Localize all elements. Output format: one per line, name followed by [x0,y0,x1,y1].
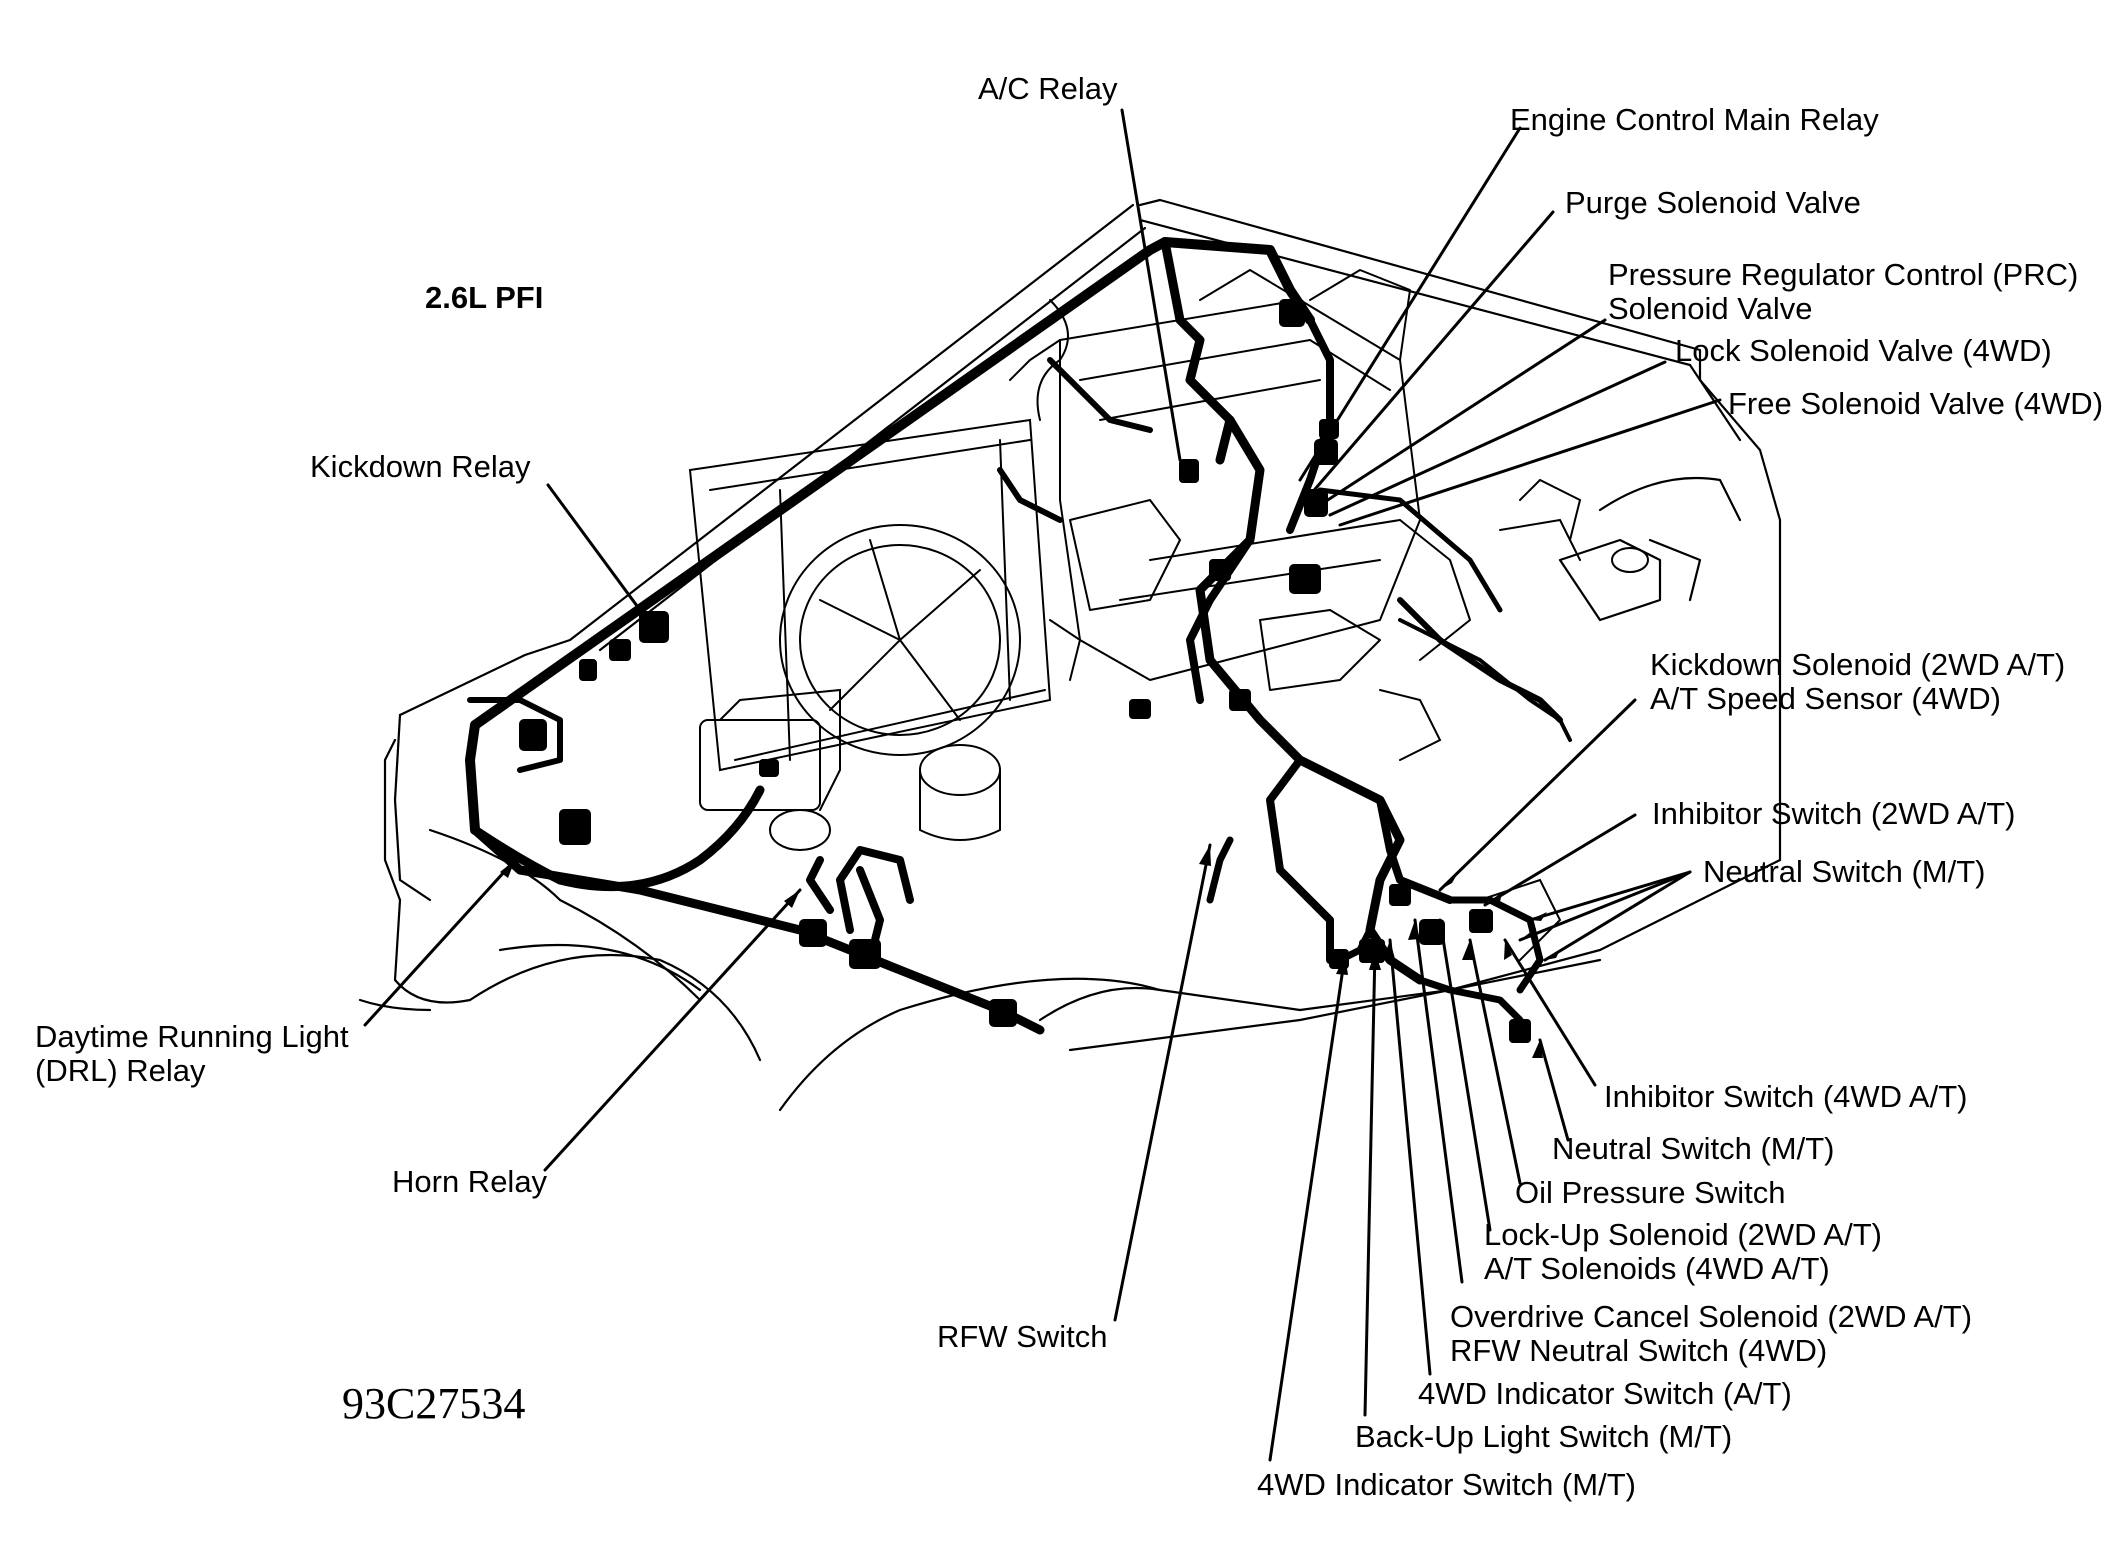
label-inhibitor-switch-4wd: Inhibitor Switch (4WD A/T) [1604,1080,1967,1114]
label-4wd-indicator-switch-mt: 4WD Indicator Switch (M/T) [1257,1468,1636,1502]
label-neutral-switch-bottom: Neutral Switch (M/T) [1552,1132,1834,1166]
label-neutral-switch-top: Neutral Switch (M/T) [1703,855,1985,889]
label-lock-solenoid-valve: Lock Solenoid Valve (4WD) [1675,334,2052,368]
label-prc-line2: Solenoid Valve [1608,291,1813,326]
label-overdrive-cancel-line2: RFW Neutral Switch (4WD) [1450,1333,1828,1368]
label-inhibitor-switch-2wd: Inhibitor Switch (2WD A/T) [1652,797,2015,831]
label-lockup-solenoid-line2: A/T Solenoids (4WD A/T) [1484,1251,1830,1286]
label-engine-control-main-relay: Engine Control Main Relay [1510,103,1879,137]
connectors [519,299,1531,1043]
label-overdrive-cancel-solenoid: Overdrive Cancel Solenoid (2WD A/T) RFW … [1450,1300,1972,1368]
label-neutral-switch-top-text: Neutral Switch (M/T) [1703,854,1986,889]
label-horn-relay-text: Horn Relay [392,1164,548,1199]
label-lockup-solenoid: Lock-Up Solenoid (2WD A/T) A/T Solenoids… [1484,1218,1882,1286]
label-4wd-indicator-switch-at: 4WD Indicator Switch (A/T) [1418,1377,1792,1411]
label-backup-light-switch: Back-Up Light Switch (M/T) [1355,1420,1732,1454]
label-free-solenoid-valve-text: Free Solenoid Valve (4WD) [1728,386,2104,421]
label-kickdown-solenoid-line1: Kickdown Solenoid (2WD A/T) [1650,647,2066,682]
label-overdrive-cancel-line1: Overdrive Cancel Solenoid (2WD A/T) [1450,1299,1973,1334]
label-prc-solenoid-valve: Pressure Regulator Control (PRC) Solenoi… [1608,258,2078,326]
label-oil-pressure-switch-text: Oil Pressure Switch [1515,1175,1786,1210]
label-lockup-solenoid-line1: Lock-Up Solenoid (2WD A/T) [1484,1217,1882,1252]
figure-number: 93C27534 [342,1379,526,1428]
label-purge-solenoid-valve-text: Purge Solenoid Valve [1565,185,1861,220]
label-drl-relay: Daytime Running Light (DRL) Relay [35,1020,349,1088]
label-rfw-switch-text: RFW Switch [937,1319,1108,1354]
label-prc-line1: Pressure Regulator Control (PRC) [1608,257,2079,292]
label-lock-solenoid-valve-text: Lock Solenoid Valve (4WD) [1675,333,2052,368]
label-engine-control-main-relay-text: Engine Control Main Relay [1510,102,1879,137]
leader-arrowheads [500,845,1560,1058]
label-backup-light-switch-text: Back-Up Light Switch (M/T) [1355,1419,1733,1454]
label-inhibitor-switch-4wd-text: Inhibitor Switch (4WD A/T) [1604,1079,1968,1114]
label-neutral-switch-bottom-text: Neutral Switch (M/T) [1552,1131,1835,1166]
label-4wd-indicator-switch-mt-text: 4WD Indicator Switch (M/T) [1257,1467,1636,1502]
engine-block [1009,269,1471,691]
label-drl-relay-line1: Daytime Running Light [35,1019,349,1054]
label-4wd-indicator-switch-at-text: 4WD Indicator Switch (A/T) [1418,1376,1792,1411]
label-ac-relay-text: A/C Relay [978,71,1118,106]
label-kickdown-relay: Kickdown Relay [310,450,531,484]
label-kickdown-solenoid: Kickdown Solenoid (2WD A/T) A/T Speed Se… [1650,648,2065,716]
engine-label: 2.6L PFI [425,280,544,315]
label-drl-relay-line2: (DRL) Relay [35,1053,206,1088]
label-kickdown-solenoid-line2: A/T Speed Sensor (4WD) [1650,681,2001,716]
radiator-fan [688,418,1052,772]
label-free-solenoid-valve: Free Solenoid Valve (4WD) [1728,387,2103,421]
vehicle-body-outline [358,198,1782,1112]
components [699,359,1649,961]
label-inhibitor-switch-2wd-text: Inhibitor Switch (2WD A/T) [1652,796,2016,831]
label-horn-relay: Horn Relay [392,1165,547,1199]
label-ac-relay: A/C Relay [978,72,1118,106]
label-rfw-switch: RFW Switch [937,1320,1108,1354]
label-purge-solenoid-valve: Purge Solenoid Valve [1565,186,1861,220]
label-oil-pressure-switch: Oil Pressure Switch [1515,1176,1785,1210]
label-kickdown-relay-text: Kickdown Relay [310,449,531,484]
leader-lines [363,108,1722,1462]
